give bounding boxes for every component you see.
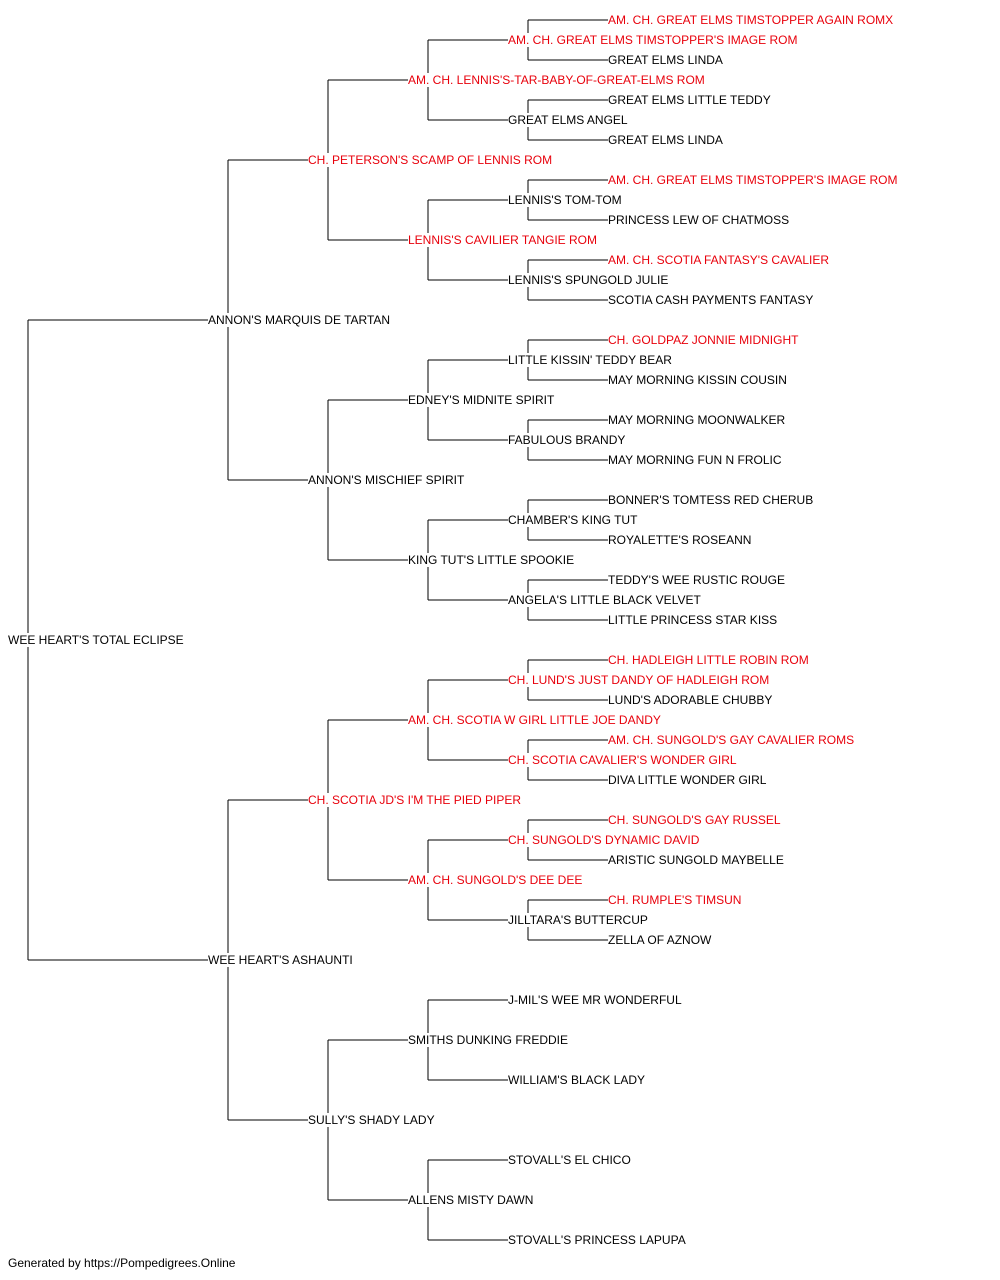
sire-name: J-MIL'S WEE MR WONDERFUL — [508, 993, 682, 1007]
sire-name: STOVALL'S EL CHICO — [508, 1153, 631, 1167]
sire-name: TEDDY'S WEE RUSTIC ROUGE — [608, 573, 785, 587]
dam-name: KING TUT'S LITTLE SPOOKIE — [408, 553, 574, 567]
dam-name: SULLY'S SHADY LADY — [308, 1113, 435, 1127]
sire-name: CH. HADLEIGH LITTLE ROBIN ROM — [608, 653, 809, 667]
sire-name: AM. CH. SUNGOLD'S GAY CAVALIER ROMS — [608, 733, 854, 747]
dam-name: ANGELA'S LITTLE BLACK VELVET — [508, 593, 701, 607]
dam-name: LENNIS'S CAVILIER TANGIE ROM — [408, 233, 597, 247]
sire-name: CH. SUNGOLD'S DYNAMIC DAVID — [508, 833, 700, 847]
dam-name: DIVA LITTLE WONDER GIRL — [608, 773, 767, 787]
generated-by-footer: Generated by https://Pompedigrees.Online — [8, 1256, 236, 1270]
dam-name: ZELLA OF AZNOW — [608, 933, 712, 947]
dam-name: JILLTARA'S BUTTERCUP — [508, 913, 648, 927]
dam-name: MAY MORNING KISSIN COUSIN — [608, 373, 787, 387]
sire-name: AM. CH. LENNIS'S-TAR-BABY-OF-GREAT-ELMS … — [408, 73, 705, 87]
dam-name: ALLENS MISTY DAWN — [408, 1193, 533, 1207]
sire-name: CHAMBER'S KING TUT — [508, 513, 638, 527]
sire-name: BONNER'S TOMTESS RED CHERUB — [608, 493, 813, 507]
sire-name: EDNEY'S MIDNITE SPIRIT — [408, 393, 555, 407]
sire-name: CH. SUNGOLD'S GAY RUSSEL — [608, 813, 781, 827]
dam-name: ROYALETTE'S ROSEANN — [608, 533, 751, 547]
dam-name: LENNIS'S SPUNGOLD JULIE — [508, 273, 668, 287]
sire-name: LITTLE KISSIN' TEDDY BEAR — [508, 353, 672, 367]
dam-name: FABULOUS BRANDY — [508, 433, 625, 447]
dam-name: WILLIAM'S BLACK LADY — [508, 1073, 645, 1087]
sire-name: ANNON'S MARQUIS DE TARTAN — [208, 313, 390, 327]
sire-name: AM. CH. GREAT ELMS TIMSTOPPER'S IMAGE RO… — [608, 173, 897, 187]
sire-name: CH. PETERSON'S SCAMP OF LENNIS ROM — [308, 153, 552, 167]
sire-name: SMITHS DUNKING FREDDIE — [408, 1033, 568, 1047]
sire-name: AM. CH. SCOTIA W GIRL LITTLE JOE DANDY — [408, 713, 661, 727]
dam-name: AM. CH. SUNGOLD'S DEE DEE — [408, 873, 582, 887]
sire-name: CH. SCOTIA JD'S I'M THE PIED PIPER — [308, 793, 521, 807]
pedigree-connector-lines — [27, 19, 608, 1241]
sire-name: LENNIS'S TOM-TOM — [508, 193, 622, 207]
sire-name: MAY MORNING MOONWALKER — [608, 413, 785, 427]
dam-name: SCOTIA CASH PAYMENTS FANTASY — [608, 293, 813, 307]
dam-name: LUND'S ADORABLE CHUBBY — [608, 693, 772, 707]
sire-name: AM. CH. GREAT ELMS TIMSTOPPER AGAIN ROMX — [608, 13, 893, 27]
dam-name: GREAT ELMS LINDA — [608, 53, 723, 67]
dam-name: STOVALL'S PRINCESS LAPUPA — [508, 1233, 686, 1247]
dam-name: ARISTIC SUNGOLD MAYBELLE — [608, 853, 784, 867]
subject-dog-name: WEE HEART'S TOTAL ECLIPSE — [8, 633, 184, 647]
dam-name: GREAT ELMS ANGEL — [508, 113, 628, 127]
sire-name: CH. LUND'S JUST DANDY OF HADLEIGH ROM — [508, 673, 769, 687]
dam-name: WEE HEART'S ASHAUNTI — [208, 953, 353, 967]
dam-name: GREAT ELMS LINDA — [608, 133, 723, 147]
sire-name: CH. RUMPLE'S TIMSUN — [608, 893, 741, 907]
dam-name: LITTLE PRINCESS STAR KISS — [608, 613, 777, 627]
sire-name: GREAT ELMS LITTLE TEDDY — [608, 93, 771, 107]
sire-name: AM. CH. GREAT ELMS TIMSTOPPER'S IMAGE RO… — [508, 33, 797, 47]
dam-name: MAY MORNING FUN N FROLIC — [608, 453, 782, 467]
sire-name: AM. CH. SCOTIA FANTASY'S CAVALIER — [608, 253, 829, 267]
sire-name: CH. GOLDPAZ JONNIE MIDNIGHT — [608, 333, 799, 347]
dam-name: ANNON'S MISCHIEF SPIRIT — [308, 473, 465, 487]
dam-name: CH. SCOTIA CAVALIER'S WONDER GIRL — [508, 753, 737, 767]
dam-name: PRINCESS LEW OF CHATMOSS — [608, 213, 789, 227]
pedigree-name-labels: WEE HEART'S TOTAL ECLIPSE ANNON'S MARQUIS… — [8, 13, 897, 1247]
